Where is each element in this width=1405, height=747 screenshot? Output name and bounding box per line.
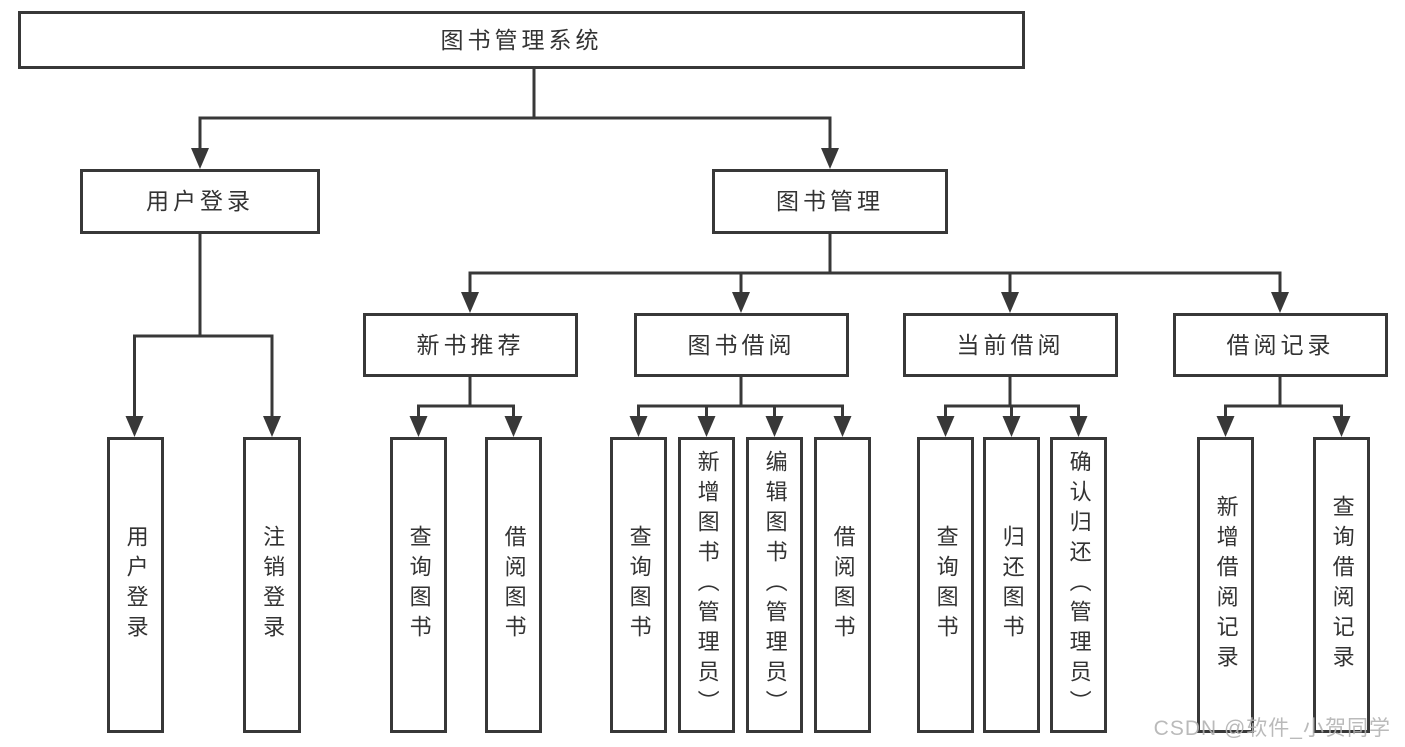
node-new-book-recommend: 新书推荐 (363, 313, 578, 377)
leaf-add-book-admin: 新增图书（管理员） (678, 437, 735, 733)
edge-root-to-level2 (191, 69, 839, 169)
leaf-borrow-book: 借阅图书 (814, 437, 871, 733)
edge-new-book-recommend-to-leaves (409, 377, 523, 437)
leaf-query-book-recommend: 查询图书 (390, 437, 447, 733)
edge-user-login-to-leaves (125, 234, 281, 437)
leaf-borrow-book-recommend: 借阅图书 (485, 437, 542, 733)
leaf-add-borrow-record: 新增借阅记录 (1197, 437, 1254, 733)
leaf-query-book-current: 查询图书 (917, 437, 974, 733)
leaf-return-book: 归还图书 (983, 437, 1040, 733)
edge-borrow-records-to-leaves (1216, 377, 1351, 437)
node-root: 图书管理系统 (18, 11, 1025, 69)
csdn-watermark: CSDN @软件_小贺同学 (1153, 717, 1391, 740)
leaf-logout: 注销登录 (243, 437, 301, 733)
edge-book-management-to-level3 (461, 234, 1289, 313)
edge-current-borrow-to-leaves (936, 377, 1088, 437)
leaf-edit-book-admin: 编辑图书（管理员） (746, 437, 803, 733)
edge-book-borrow-to-leaves (629, 377, 852, 437)
node-book-management: 图书管理 (712, 169, 948, 234)
node-book-borrow: 图书借阅 (634, 313, 849, 377)
node-current-borrow: 当前借阅 (903, 313, 1118, 377)
node-user-login: 用户登录 (80, 169, 320, 234)
leaf-confirm-return-admin: 确认归还（管理员） (1050, 437, 1107, 733)
node-borrow-records: 借阅记录 (1173, 313, 1388, 377)
leaf-query-book-borrow: 查询图书 (610, 437, 667, 733)
leaf-user-login: 用户登录 (107, 437, 164, 733)
leaf-query-borrow-record: 查询借阅记录 (1313, 437, 1370, 733)
